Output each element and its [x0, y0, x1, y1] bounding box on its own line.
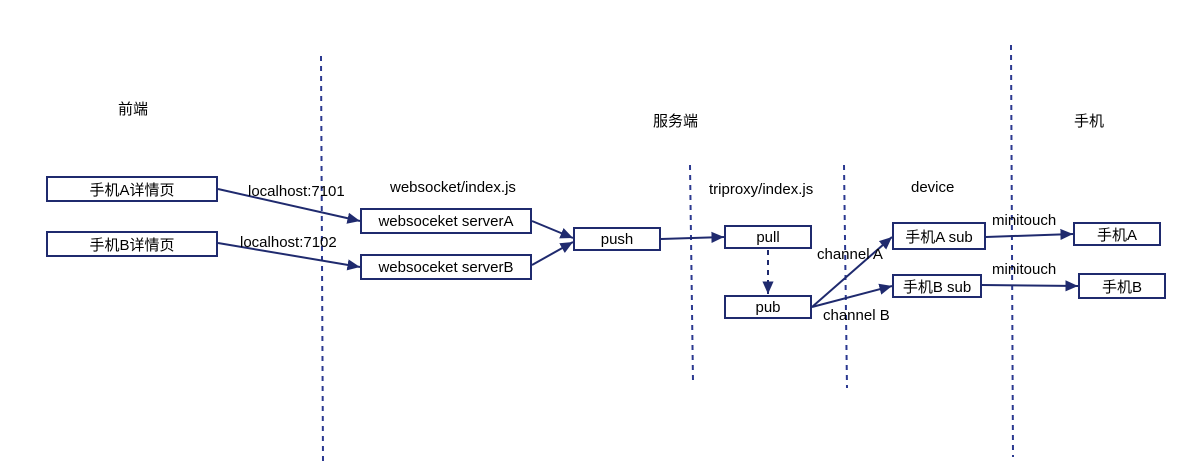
divider-websocket-triproxy: [689, 164, 694, 383]
arrow-serverA-push: [531, 220, 574, 239]
box-phone-a-detail-page: 手机A详情页: [46, 176, 218, 202]
arrow-pageB-serverB: [217, 242, 361, 271]
box-phone-b-detail-page: 手机B详情页: [46, 231, 218, 257]
box-phone-b-sub: 手机B sub: [892, 274, 982, 298]
arrow-pageA-serverA: [217, 188, 361, 224]
arrow-pub-subA: [811, 236, 893, 308]
section-frontend-label: 前端: [118, 101, 149, 118]
module-device-label: device: [911, 179, 955, 196]
box-phone-a-sub: 手机A sub: [892, 222, 986, 250]
edge-label-channel-b: channel B: [823, 307, 890, 324]
divider-frontend-server: [320, 55, 324, 462]
module-triproxy-label: triproxy/index.js: [709, 181, 814, 198]
edge-label-channel-a: channel A: [817, 246, 883, 263]
box-phone-b: 手机B: [1078, 273, 1166, 299]
arrow-serverB-push: [531, 241, 574, 266]
arrow-pub-subB: [811, 283, 893, 308]
divider-server-phone: [1010, 44, 1014, 458]
edge-label-minitouch-a: minitouch: [992, 212, 1057, 229]
edge-label-port-b: localhost:7102: [240, 234, 337, 251]
box-websocket-server-b: websoceket serverB: [360, 254, 532, 280]
module-websocket-label: websocket/index.js: [390, 179, 516, 196]
arrow-subA-phoneA: [985, 228, 1074, 241]
box-phone-a: 手机A: [1073, 222, 1161, 246]
section-server-label: 服务端: [653, 113, 699, 130]
arrow-push-pull: [660, 231, 725, 243]
arrow-subB-phoneB: [981, 280, 1079, 292]
box-pub: pub: [724, 295, 812, 319]
box-pull: pull: [724, 225, 812, 249]
box-push: push: [573, 227, 661, 251]
edge-label-minitouch-b: minitouch: [992, 261, 1057, 278]
edge-label-port-a: localhost:7101: [248, 183, 345, 200]
box-websocket-server-a: websoceket serverA: [360, 208, 532, 234]
section-phone-label: 手机: [1074, 113, 1105, 130]
